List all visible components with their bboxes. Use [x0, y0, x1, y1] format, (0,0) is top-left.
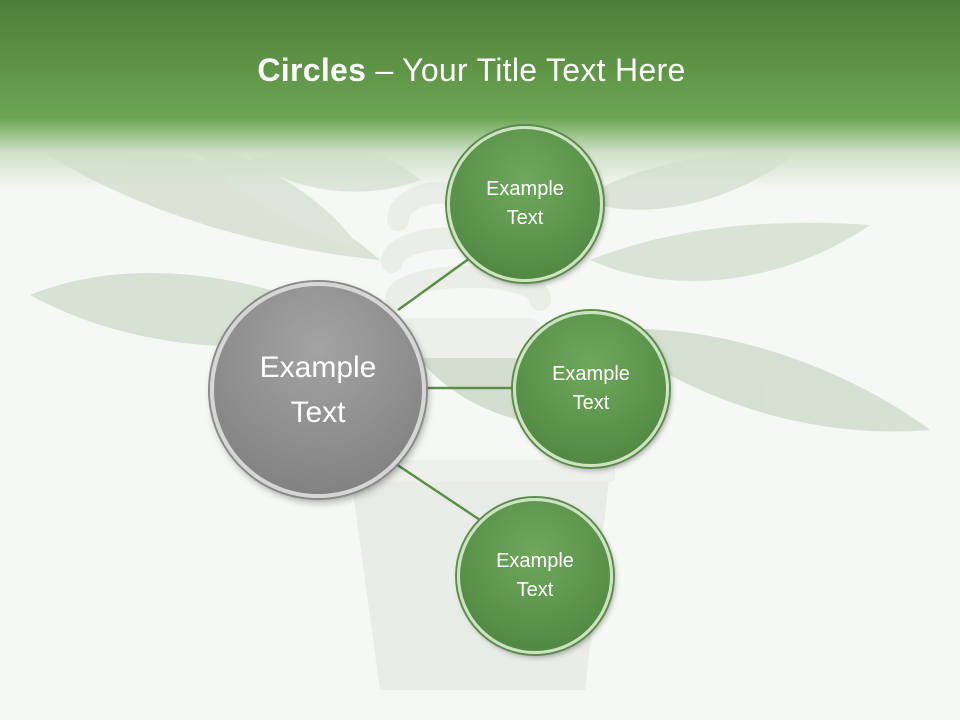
- connector-top: [397, 256, 471, 312]
- center-circle[interactable]: Example Text: [210, 282, 426, 498]
- connector-bottom: [395, 462, 481, 522]
- node-circle-top[interactable]: Example Text: [447, 126, 603, 282]
- node-label-bottom: Example Text: [496, 550, 574, 601]
- node-label-middle: Example Text: [552, 363, 630, 414]
- node-label-top: Example Text: [486, 178, 564, 229]
- title-bold-part: Circles: [257, 52, 367, 88]
- node-circle-middle[interactable]: Example Text: [513, 311, 669, 467]
- page-title: Circles – Your Title Text Here: [0, 52, 943, 89]
- node-circle-bottom[interactable]: Example Text: [457, 498, 613, 654]
- title-rest-part: – Your Title Text Here: [366, 52, 686, 88]
- center-circle-label: Example Text: [259, 351, 377, 429]
